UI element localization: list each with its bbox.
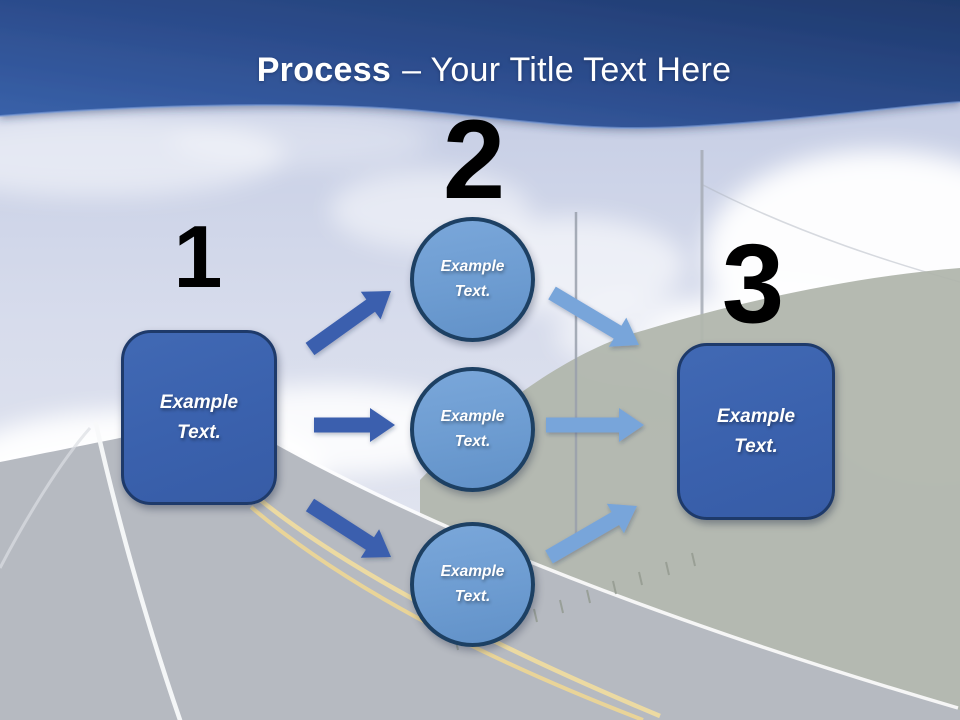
step2-circle-middle-label: Example Text. — [440, 408, 505, 450]
step2-circle-bottom-label: Example Text. — [440, 563, 505, 605]
slide-title: Process – Your Title Text Here — [0, 51, 960, 90]
process-step2-circle-top: Example Text. — [410, 217, 535, 342]
step-number-3: 3 — [721, 221, 785, 346]
header-band — [0, 0, 960, 130]
process-step3-box: Example Text. — [677, 343, 835, 520]
arrow-circle-middle-to-step3 — [546, 408, 644, 442]
arrow-step1-to-circle-middle — [314, 408, 395, 442]
arrow-step1-to-circle-bottom — [305, 498, 391, 558]
step-number-2: 2 — [442, 97, 506, 222]
road-edge-line-left — [93, 421, 183, 720]
road-yellow-line-2 — [249, 505, 644, 720]
step1-label: Example Text. — [159, 392, 239, 443]
step2-circle-top-label: Example Text. — [440, 258, 505, 300]
arrow-circle-top-to-step3 — [548, 286, 639, 347]
step-number-1: 1 — [173, 207, 223, 306]
road-yellow-line-1 — [256, 496, 661, 719]
process-step2-circle-bottom: Example Text. — [410, 522, 535, 647]
arrow-circle-bottom-to-step3 — [545, 503, 637, 564]
process-step1-box: Example Text. — [121, 330, 277, 505]
step3-label: Example Text. — [716, 406, 796, 457]
title-subtitle: – Your Title Text Here — [402, 51, 732, 89]
process-step2-circle-middle: Example Text. — [410, 367, 535, 492]
header-band-wave — [0, 0, 960, 129]
header-band-rim — [0, 101, 960, 130]
title-emphasis: Process — [256, 51, 392, 89]
road-shoulder-line — [0, 427, 92, 569]
arrow-step1-to-circle-top — [305, 291, 391, 356]
